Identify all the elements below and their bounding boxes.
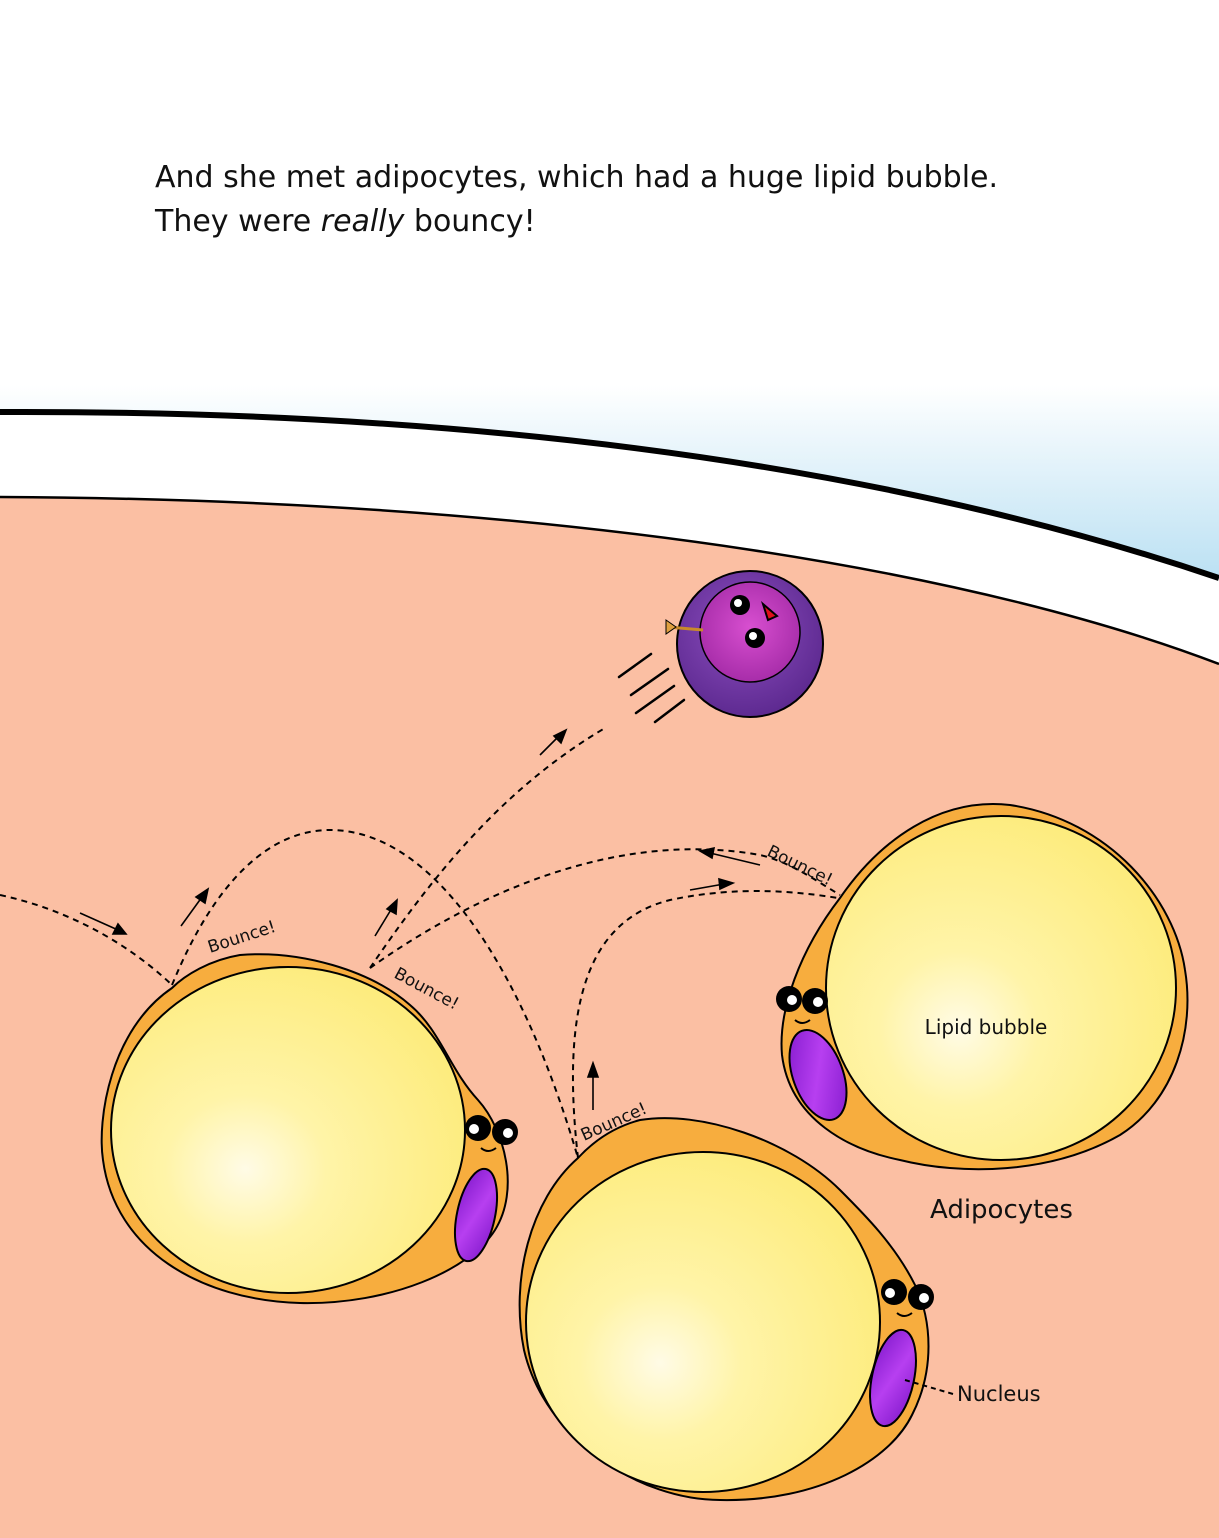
nucleus [788,1029,848,1121]
lipid-bubble [525,1151,881,1493]
speed-lines [617,652,686,724]
lipid-bubble-label: Lipid bubble [925,1015,1048,1039]
story-caption: And she met adipocytes, which had a huge… [155,156,1155,244]
dart-icon [665,619,704,635]
lipid-bubble [825,815,1177,1161]
caption-emphasis: really [320,204,405,239]
caption-line-1: And she met adipocytes, which had a huge… [155,160,999,195]
adipocyte-3 [776,803,1189,1171]
caption-line-2-end: bouncy! [404,204,536,239]
tissue-border-line [0,495,1219,666]
nucleus [869,1328,917,1428]
eyes [881,1279,934,1317]
caption-line-2-start: They were [155,204,321,239]
adipocytes-label: Adipocytes [930,1195,1073,1225]
eyes [776,986,828,1024]
nucleus [454,1167,498,1263]
vessel-wall [0,411,1219,680]
adipocyte-1 [100,953,518,1305]
eyes [465,1115,518,1152]
nucleus-label: Nucleus [957,1382,1041,1406]
bounce-trajectories [0,727,841,1159]
face [730,595,779,648]
purple-cell-character [617,570,824,724]
vessel-wall-outer-line [0,408,1219,581]
lipid-bubble [110,966,466,1294]
caption-line-2: They were really bouncy! [155,200,1155,244]
adipocyte-2 [518,1117,934,1502]
motion-arrows [79,728,761,1110]
